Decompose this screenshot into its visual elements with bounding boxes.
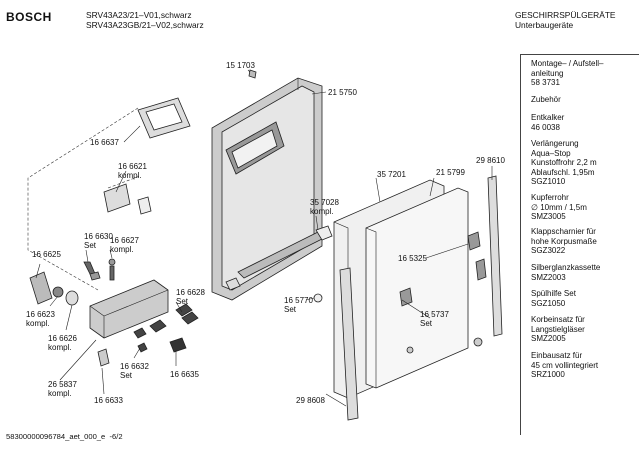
label-16-6635: 16 6635 — [170, 370, 199, 379]
part-16-6626 — [65, 290, 79, 306]
part-16-5737 — [399, 287, 483, 354]
label-16-6633: 16 6633 — [94, 396, 123, 405]
label-16-6625: 16 6625 — [32, 250, 61, 259]
model-line-2: SRV43A23GB/21–V02,schwarz — [86, 20, 204, 30]
accessory-rinse-aid: Spülhilfe Set SGZ1050 — [531, 289, 576, 308]
part-16-5770 — [313, 293, 323, 303]
label-16-6621: 16 6621 kompl. — [118, 162, 147, 180]
part-35-7028 — [225, 225, 333, 291]
accessory-installation-kit: Einbausatz für 45 cm vollintegriert SRZ1… — [531, 351, 599, 380]
accessory-descaler: Entkalker 46 0038 — [531, 113, 565, 132]
part-16-6633 — [97, 348, 110, 367]
category-subtitle: Unterbaugeräte — [515, 20, 574, 30]
label-35-7028: 35 7028 kompl. — [310, 198, 339, 216]
accessory-copper-pipe: Kupferrohr ∅ 10mm / 1,5m SMZ3005 — [531, 193, 587, 222]
part-21-5799 — [365, 187, 469, 389]
label-15-1703: 15 1703 — [226, 61, 255, 70]
part-16-6625 — [29, 271, 53, 305]
part-16-6635 — [169, 337, 187, 353]
part-29-8608 — [339, 267, 359, 421]
part-16-6623 — [52, 286, 64, 298]
label-16-5325: 16 5325 — [398, 254, 427, 263]
part-16-6621 — [103, 183, 152, 215]
label-16-6626: 16 6626 kompl. — [48, 334, 77, 352]
accessory-silver-cassette: Silberglanzkassette SMZ2003 — [531, 263, 601, 282]
leader-lines — [35, 69, 493, 407]
accessory-glass-insert: Korbeinsatz für Langstielgläser SMZ2005 — [531, 315, 585, 344]
part-29-8610 — [487, 175, 503, 337]
label-16-6627: 16 6627 kompl. — [110, 236, 139, 254]
part-15-1703 — [248, 69, 257, 79]
label-16-6623: 16 6623 kompl. — [26, 310, 55, 328]
part-26-5837 — [89, 279, 169, 339]
label-16-6632: 16 6632 Set — [120, 362, 149, 380]
part-16-5325 — [467, 231, 487, 281]
category-title: GESCHIRRSPÜLGERÄTE — [515, 10, 616, 20]
label-29-8608: 29 8608 — [296, 396, 325, 405]
accessory-extension: Verlängerung Aqua–Stop Kunstoffrohr 2,2 … — [531, 139, 597, 187]
label-16-6637: 16 6637 — [90, 138, 119, 147]
accessory-manual: Montage– / Aufstell– anleitung 58 3731 — [531, 59, 604, 88]
accessory-list: Montage– / Aufstell– anleitung 58 3731 Z… — [520, 54, 639, 435]
label-26-5837: 26 5837 kompl. — [48, 380, 77, 398]
document-footer: 58300000096784_aet_000_e -6/2 — [6, 432, 123, 441]
label-35-7201: 35 7201 — [377, 170, 406, 179]
label-16-5737: 16 5737 Set — [420, 310, 449, 328]
part-16-6632 — [133, 319, 167, 353]
label-21-5799: 21 5799 — [436, 168, 465, 177]
label-16-6630: 16 6630 Set — [84, 232, 113, 250]
part-16-6637 — [137, 97, 191, 139]
label-29-8610: 29 8610 — [476, 156, 505, 165]
label-16-6628: 16 6628 Set — [176, 288, 205, 306]
part-16-6630 — [83, 261, 101, 281]
part-16-6628 — [175, 303, 199, 325]
accessory-heading: Zubehör — [531, 95, 561, 104]
model-line-1: SRV43A23/21–V01,schwarz — [86, 10, 192, 20]
part-21-5750 — [211, 77, 323, 301]
label-21-5750: 21 5750 — [328, 88, 357, 97]
accessory-hinge: Klappscharnier für hohe Korpusmaße SGZ30… — [531, 227, 597, 256]
part-16-6627 — [108, 258, 116, 281]
brand-logo: BOSCH — [6, 10, 52, 24]
label-16-5770: 16 5770 Set — [284, 296, 313, 314]
